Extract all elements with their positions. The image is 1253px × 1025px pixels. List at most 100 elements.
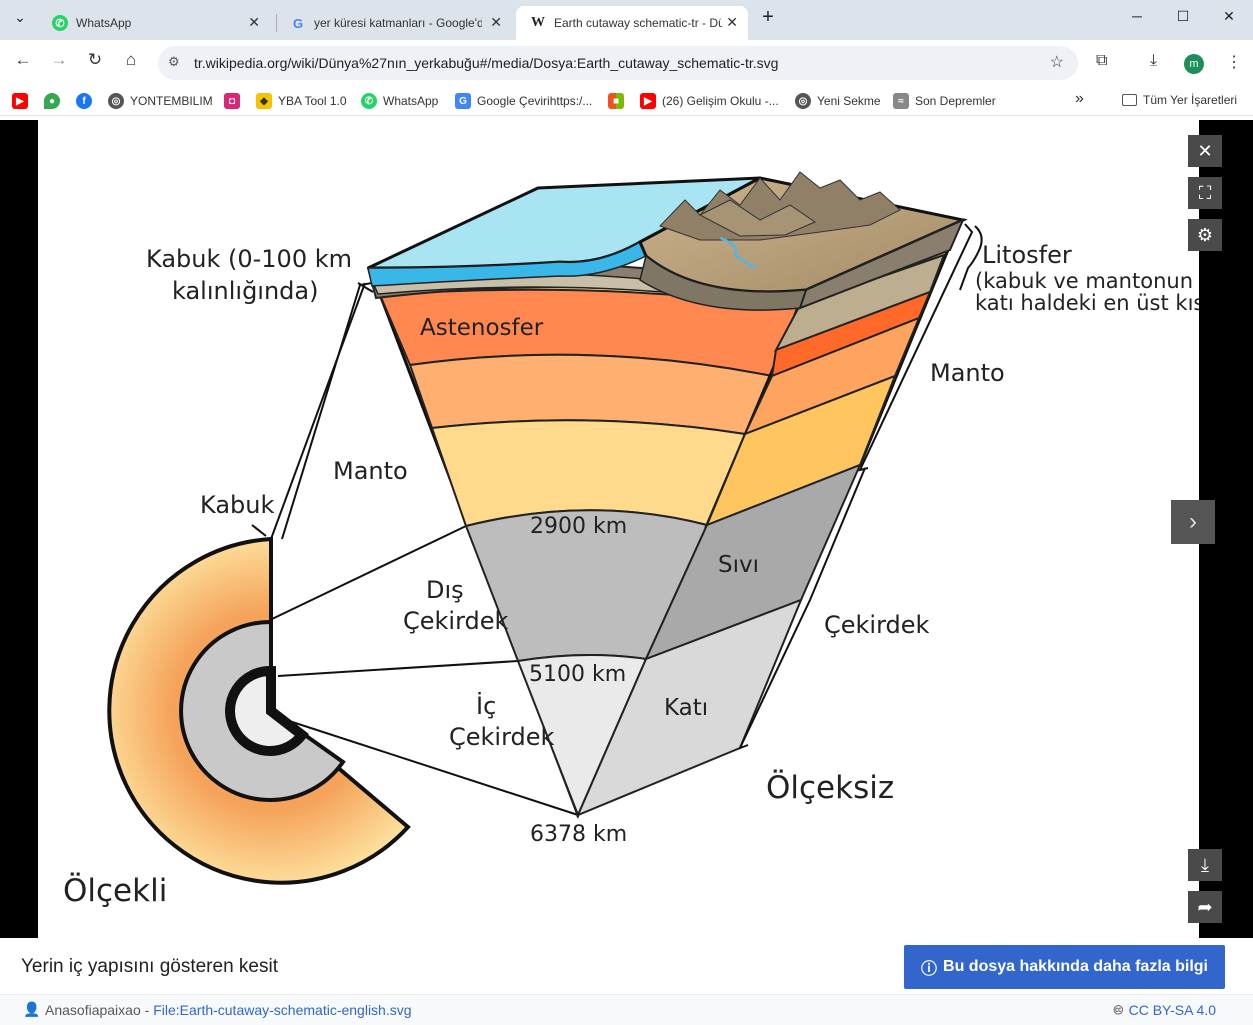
bookmark-maps[interactable]: ●: [44, 93, 66, 109]
instagram-icon: ◘: [224, 93, 240, 109]
label-lithosphere-sub1: (kabuk ve mantonun: [975, 269, 1193, 293]
share-button[interactable]: ➦: [1188, 891, 1222, 923]
image-caption: Yerin iç yapısını gösteren kesit: [21, 956, 278, 977]
bookmarks-overflow[interactable]: »: [1075, 90, 1084, 107]
bookmark-yba[interactable]: ◆YBA Tool 1.0: [256, 93, 347, 109]
media-viewer: Kabuk (0-100 km kalınlığında) Litosfer (…: [0, 120, 1253, 938]
bookmark-whatsapp[interactable]: ✆WhatsApp: [361, 93, 438, 109]
youtube-icon: ▶: [12, 93, 28, 109]
next-image-button[interactable]: ›: [1171, 500, 1215, 544]
bookmark-youtube[interactable]: ▶: [12, 93, 34, 109]
cone-front: [373, 277, 803, 819]
caption-bar: Yerin iç yapısını gösteren kesit ⓘ Bu do…: [0, 938, 1253, 994]
maps-icon: ●: [44, 93, 60, 109]
extensions-icon[interactable]: ⧉: [1096, 52, 1108, 69]
label-unscaled: Ölçeksiz: [766, 769, 894, 806]
close-icon[interactable]: ✕: [726, 14, 738, 30]
tab-wikipedia[interactable]: W Earth cutaway schematic-tr - Dü ✕: [516, 6, 748, 40]
user-icon: 👤: [23, 1001, 41, 1017]
whatsapp-icon: ✆: [361, 93, 377, 109]
facebook-icon: f: [76, 93, 92, 109]
label-liquid: Sıvı: [718, 552, 759, 578]
settings-gear-icon[interactable]: ⚙: [1188, 219, 1222, 251]
info-icon: ⓘ: [921, 961, 938, 978]
tab-google[interactable]: G yer küresi katmanları - Google'da ✕: [276, 6, 512, 40]
cone-side: [576, 242, 953, 817]
tab-label: Earth cutaway schematic-tr - Dü: [554, 16, 722, 30]
bookmark-facebook[interactable]: f: [76, 93, 98, 109]
maximize-icon[interactable]: ☐: [1176, 8, 1190, 24]
label-crust-2: kalınlığında): [172, 277, 318, 305]
close-icon[interactable]: ✕: [248, 14, 260, 30]
label-core: Çekirdek: [824, 611, 930, 639]
surface: [367, 171, 968, 311]
cc-icon: 🅭: [1113, 1002, 1123, 1018]
minimize-icon[interactable]: ─: [1132, 8, 1142, 24]
wikipedia-icon: W: [531, 15, 545, 30]
license-link[interactable]: 🅭CC BY-SA 4.0: [1113, 1002, 1216, 1018]
label-asthenosphere: Astenosfer: [420, 315, 544, 341]
label-mantle-left: Manto: [333, 457, 408, 485]
scaled-section: [107, 536, 411, 885]
home-icon[interactable]: ⌂: [125, 50, 137, 69]
label-scaled: Ölçekli: [63, 872, 167, 909]
microsoft-icon: ■: [608, 93, 624, 109]
yba-icon: ◆: [256, 93, 272, 109]
label-lithosphere-sub2: katı haldeki en üst kısmı): [975, 291, 1199, 315]
bookmark-star-icon[interactable]: ☆: [1049, 54, 1064, 71]
google-icon: G: [292, 15, 304, 31]
download-button[interactable]: ⤓: [1188, 849, 1222, 881]
label-lithosphere: Litosfer: [982, 241, 1072, 269]
bookmark-microsoft[interactable]: ■: [608, 93, 630, 109]
more-info-button[interactable]: ⓘ Bu dosya hakkında daha fazla bilgi: [904, 945, 1225, 989]
bookmark-son-depremler[interactable]: ≈Son Depremler: [893, 93, 996, 109]
whatsapp-icon: ✆: [52, 15, 68, 31]
new-tab-button[interactable]: +: [762, 6, 774, 28]
author-info: Anasofiapaixao - File:Earth-cutaway-sche…: [45, 1002, 412, 1018]
brackets: [738, 223, 983, 750]
label-outer-core-2: Çekirdek: [403, 607, 509, 635]
tab-label: WhatsApp: [76, 16, 132, 30]
label-inner-core-2: Çekirdek: [449, 723, 555, 751]
bookmark-gelisim[interactable]: ▶(26) Gelişim Okulu -...: [640, 93, 779, 109]
bookmark-instagram[interactable]: ◘: [224, 93, 246, 109]
close-icon[interactable]: ✕: [490, 14, 502, 30]
tab-strip: ⌄ ✆ WhatsApp ✕ G yer küresi katmanları -…: [0, 0, 1253, 40]
source-file-link[interactable]: File:Earth-cutaway-schematic-english.svg: [153, 1002, 412, 1018]
globe-icon: ◎: [795, 93, 811, 109]
bookmark-yontembilim[interactable]: ◎YONTEMBILIM: [108, 93, 213, 109]
youtube-icon: ▶: [640, 93, 656, 109]
tab-label: yer küresi katmanları - Google'da: [314, 16, 482, 30]
fullscreen-button[interactable]: ⛶: [1188, 177, 1222, 209]
bookmarks-bar: ▶ ● f ◎YONTEMBILIM ◘ ◆YBA Tool 1.0 ✆What…: [0, 86, 1253, 116]
profile-avatar[interactable]: m: [1184, 54, 1204, 74]
tab-search-icon[interactable]: ⌄: [14, 9, 26, 25]
label-crust: Kabuk (0-100 km: [146, 245, 352, 273]
label-depth-2900: 2900 km: [530, 514, 627, 539]
download-icon[interactable]: ⤓: [1150, 52, 1158, 69]
bookmark-yeni-sekme[interactable]: ◎Yeni Sekme: [795, 93, 881, 109]
translate-icon: G: [455, 93, 471, 109]
forward-icon[interactable]: →: [50, 50, 68, 69]
close-viewer-button[interactable]: ✕: [1188, 135, 1222, 167]
image-canvas: Kabuk (0-100 km kalınlığında) Litosfer (…: [38, 120, 1199, 938]
reload-icon[interactable]: ↻: [87, 50, 103, 69]
tab-whatsapp[interactable]: ✆ WhatsApp ✕: [38, 6, 270, 40]
address-bar[interactable]: ⚙ tr.wikipedia.org/wiki/Dünya%27nın_yerk…: [158, 46, 1078, 80]
url-text[interactable]: tr.wikipedia.org/wiki/Dünya%27nın_yerkab…: [194, 55, 779, 71]
quake-icon: ≈: [893, 93, 909, 109]
all-bookmarks[interactable]: Tüm Yer İşaretleri: [1122, 93, 1237, 107]
close-window-icon[interactable]: ✕: [1223, 8, 1235, 24]
back-icon[interactable]: ←: [14, 50, 32, 69]
label-inner-core-1: İç: [476, 691, 496, 720]
label-depth-6378: 6378 km: [530, 822, 627, 847]
label-crust-small: Kabuk: [200, 491, 274, 519]
browser-toolbar: ← → ↻ ⌂ ⚙ tr.wikipedia.org/wiki/Dünya%27…: [0, 40, 1253, 86]
author-name: Anasofiapaixao: [45, 1002, 141, 1018]
globe-icon: ◎: [108, 93, 124, 109]
site-info-icon[interactable]: ⚙: [168, 54, 180, 69]
more-info-label: Bu dosya hakkında daha fazla bilgi: [943, 958, 1208, 975]
menu-icon[interactable]: ⋮: [1226, 54, 1242, 71]
diagram-labels: Kabuk (0-100 km kalınlığında) Litosfer (…: [63, 241, 1199, 909]
